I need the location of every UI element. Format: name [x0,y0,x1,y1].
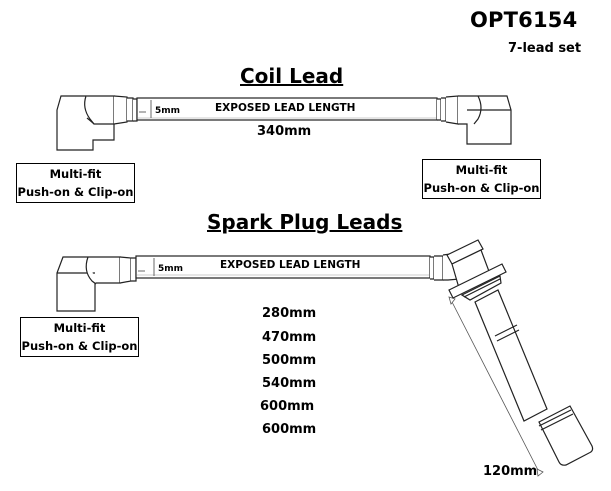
lead-length-2: 470mm [262,330,317,345]
set-description: 7-lead set [508,41,582,56]
lead-length-6: 600mm [262,422,317,437]
spark-exposed-label: EXPOSED LEAD LENGTH [220,259,360,271]
lead-length-4: 540mm [262,376,317,391]
coil-dimension-5mm [139,100,152,118]
connector-type: Multi-fit [455,163,508,177]
connector-fitting: Push-on & Clip-on [423,181,540,195]
connector-type: Multi-fit [49,167,102,181]
coil-right-connector-box: Multi-fit Push-on & Clip-on [422,159,541,199]
connector-fitting: Push-on & Clip-on [17,185,134,199]
part-number: OPT6154 [470,8,578,32]
coil-right-boot-icon [437,95,512,145]
spark-left-connector-box: Multi-fit Push-on & Clip-on [20,317,139,357]
lead-length-3: 500mm [262,353,317,368]
spark-dimension-label: 5mm [158,264,183,274]
coil-exposed-label: EXPOSED LEAD LENGTH [215,102,355,114]
connector-fitting: Push-on & Clip-on [21,339,138,353]
plug-boot-length: 120mm [483,464,538,479]
spark-dimension-5mm [138,258,155,276]
spark-plug-boot-icon [430,239,594,466]
spark-plug-leads-title: Spark Plug Leads [207,210,403,234]
connector-type: Multi-fit [53,321,106,335]
spark-left-boot-icon [56,256,137,312]
coil-lead-length: 340mm [257,124,312,139]
coil-left-boot-icon [56,95,138,151]
plug-boot-dimension [448,296,544,477]
lead-length-5: 600mm [260,399,315,414]
lead-length-1: 280mm [262,306,317,321]
coil-dimension-label: 5mm [155,106,180,116]
coil-left-connector-box: Multi-fit Push-on & Clip-on [16,163,135,203]
coil-lead-title: Coil Lead [240,64,344,88]
